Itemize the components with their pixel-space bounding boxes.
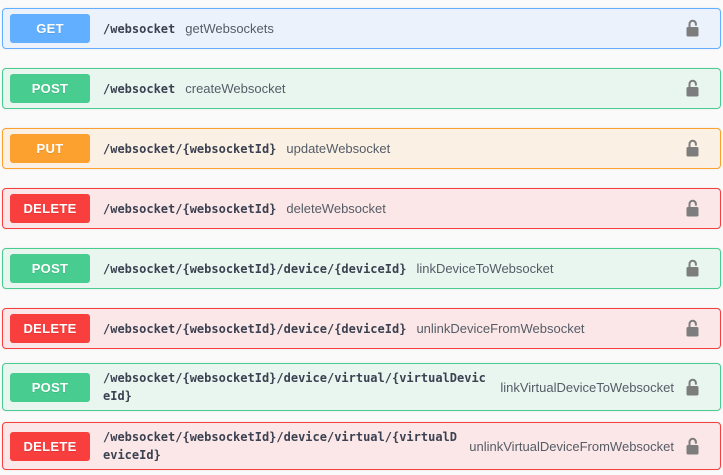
endpoint-row[interactable]: GET /websocket getWebsockets (2, 8, 721, 49)
unlock-icon (686, 139, 699, 157)
unlock-icon (686, 199, 699, 217)
method-badge: POST (10, 74, 90, 103)
endpoint-summary: unlinkDeviceFromWebsocket (416, 321, 585, 336)
endpoint-row[interactable]: PUT /websocket/{websocketId} updateWebso… (2, 128, 721, 169)
endpoint-row[interactable]: POST /websocket/{websocketId}/device/vir… (2, 363, 721, 411)
method-badge: DELETE (10, 194, 90, 223)
endpoint-row-summary[interactable]: DELETE /websocket/{websocketId}/device/v… (3, 423, 720, 469)
endpoint-path: /websocket (103, 21, 176, 36)
endpoint-summary: unlinkVirtualDeviceFromWebsocket (469, 438, 674, 454)
endpoint-path: /websocket/{websocketId}/device/virtual/… (103, 430, 458, 462)
auth-lock-button[interactable] (684, 199, 701, 218)
unlock-icon (686, 259, 699, 277)
endpoint-path: /websocket/{websocketId} (103, 141, 277, 156)
unlock-icon (686, 19, 699, 37)
endpoint-row[interactable]: POST /websocket/{websocketId}/device/{de… (2, 248, 721, 289)
endpoint-row-summary[interactable]: PUT /websocket/{websocketId} updateWebso… (3, 129, 720, 168)
unlock-icon (686, 79, 699, 97)
method-badge: DELETE (10, 431, 90, 461)
endpoint-summary: getWebsockets (185, 21, 274, 36)
endpoint-summary: createWebsocket (185, 81, 286, 96)
endpoint-summary: linkDeviceToWebsocket (416, 261, 554, 276)
endpoint-row-summary[interactable]: DELETE /websocket/{websocketId} deleteWe… (3, 189, 720, 228)
endpoint-row-summary[interactable]: POST /websocket/{websocketId}/device/{de… (3, 249, 720, 288)
endpoint-row[interactable]: DELETE /websocket/{websocketId}/device/{… (2, 308, 721, 349)
endpoint-row[interactable]: DELETE /websocket/{websocketId}/device/v… (2, 422, 721, 470)
auth-lock-button[interactable] (684, 19, 701, 38)
endpoint-path: /websocket/{websocketId}/device/virtual/… (103, 371, 486, 403)
endpoint-row-summary[interactable]: POST /websocket/{websocketId}/device/vir… (3, 364, 720, 410)
endpoint-row[interactable]: POST /websocket createWebsocket (2, 68, 721, 109)
endpoint-row-summary[interactable]: DELETE /websocket/{websocketId}/device/{… (3, 309, 720, 348)
endpoint-row-summary[interactable]: GET /websocket getWebsockets (3, 9, 720, 48)
endpoint-row[interactable]: DELETE /websocket/{websocketId} deleteWe… (2, 188, 721, 229)
auth-lock-button[interactable] (684, 378, 701, 397)
auth-lock-button[interactable] (684, 319, 701, 338)
auth-lock-button[interactable] (684, 259, 701, 278)
auth-lock-button[interactable] (684, 79, 701, 98)
endpoint-path: /websocket/{websocketId}/device/{deviceI… (103, 261, 407, 276)
auth-lock-button[interactable] (684, 139, 701, 158)
unlock-icon (686, 319, 699, 337)
endpoint-row-summary[interactable]: POST /websocket createWebsocket (3, 69, 720, 108)
auth-lock-button[interactable] (684, 437, 701, 456)
method-badge: POST (10, 254, 90, 283)
endpoint-summary: linkVirtualDeviceToWebsocket (500, 379, 674, 395)
endpoint-path: /websocket (103, 81, 176, 96)
method-badge: POST (10, 372, 90, 402)
method-badge: DELETE (10, 314, 90, 343)
endpoint-path: /websocket/{websocketId} (103, 201, 277, 216)
method-badge: GET (10, 14, 90, 43)
unlock-icon (686, 437, 699, 454)
method-badge: PUT (10, 134, 90, 163)
endpoint-summary: deleteWebsocket (286, 201, 386, 216)
unlock-icon (686, 378, 699, 395)
endpoint-summary: updateWebsocket (286, 141, 391, 156)
endpoint-path: /websocket/{websocketId}/device/{deviceI… (103, 321, 407, 336)
